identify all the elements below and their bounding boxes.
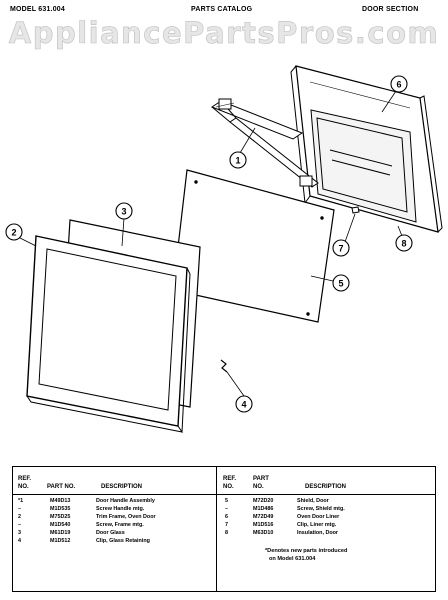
callout-3-label: 3 bbox=[121, 207, 126, 217]
callout-8-label: 8 bbox=[401, 239, 406, 249]
callout-3 bbox=[115, 202, 133, 220]
liner-clip bbox=[351, 206, 360, 214]
callout-leader-7 bbox=[344, 213, 356, 243]
header-ref-no-right: REF.NO. bbox=[223, 476, 237, 490]
trim-frame bbox=[26, 235, 191, 433]
header-description: DESCRIPTION bbox=[101, 484, 143, 490]
callout-leader-6 bbox=[381, 90, 397, 113]
header-ref-no: REF.NO. bbox=[18, 476, 32, 490]
door-handle-assembly bbox=[210, 98, 319, 188]
callout-6-label: 6 bbox=[396, 80, 401, 90]
callout-4 bbox=[235, 395, 253, 413]
header-part-no: PART NO. bbox=[47, 484, 76, 490]
callout-leader-1 bbox=[239, 127, 256, 154]
parts-table: REF.NO. PART NO. DESCRIPTION REF.NO. PAR… bbox=[12, 466, 436, 592]
callout-6 bbox=[390, 75, 408, 93]
callout-4-label: 4 bbox=[241, 400, 246, 410]
callout-5-label: 5 bbox=[338, 279, 343, 289]
callout-7 bbox=[332, 239, 350, 257]
callout-2-label: 2 bbox=[11, 228, 16, 238]
header-description-right: DESCRIPTION bbox=[305, 484, 347, 490]
callout-leader-5 bbox=[310, 275, 334, 282]
callout-1 bbox=[229, 151, 247, 169]
oven-door-liner bbox=[290, 65, 443, 233]
callout-8 bbox=[395, 234, 413, 252]
callout-5 bbox=[332, 274, 350, 292]
callout-2 bbox=[5, 223, 23, 241]
section-title: DOOR SECTION bbox=[362, 6, 419, 13]
glass-retaining-clip bbox=[220, 359, 228, 373]
callout-leader-4 bbox=[226, 371, 245, 397]
exploded-parts-diagram: 6 1 2 3 5 7 8 4 bbox=[5, 65, 443, 433]
new-parts-note: *Denotes new parts introduced on Model 6… bbox=[265, 548, 348, 562]
callout-leader-3 bbox=[121, 217, 125, 247]
catalog-title: PARTS CATALOG bbox=[191, 6, 253, 13]
callout-leader-8 bbox=[397, 225, 403, 237]
callout-1-label: 1 bbox=[235, 156, 240, 166]
watermark: AppliancePartsPros.com bbox=[8, 16, 440, 51]
callout-7-label: 7 bbox=[338, 244, 343, 254]
model-label: MODEL 631.004 bbox=[10, 6, 65, 13]
